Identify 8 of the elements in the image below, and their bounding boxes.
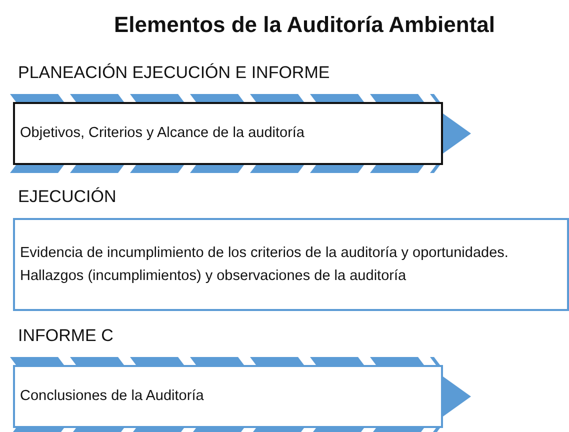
box-text: Objetivos, Criterios y Alcance de la auditoría [20, 124, 306, 143]
box-text: Evidencia de incumplimiento de los criterios de la auditoría y oportunidades. [20, 244, 510, 262]
diagram-title: Elementos de la Auditoría Ambiental [114, 12, 495, 38]
section-heading: INFORME C [18, 325, 114, 347]
section-heading: PLANEACIÓN EJECUCIÓN E INFORME [18, 62, 330, 84]
box-text: Hallazgos (incumplimientos) y observaciones de la auditoría [20, 266, 408, 286]
box-text: Conclusiones de la Auditoría [20, 387, 205, 406]
section-heading: EJECUCIÓN [18, 186, 116, 208]
